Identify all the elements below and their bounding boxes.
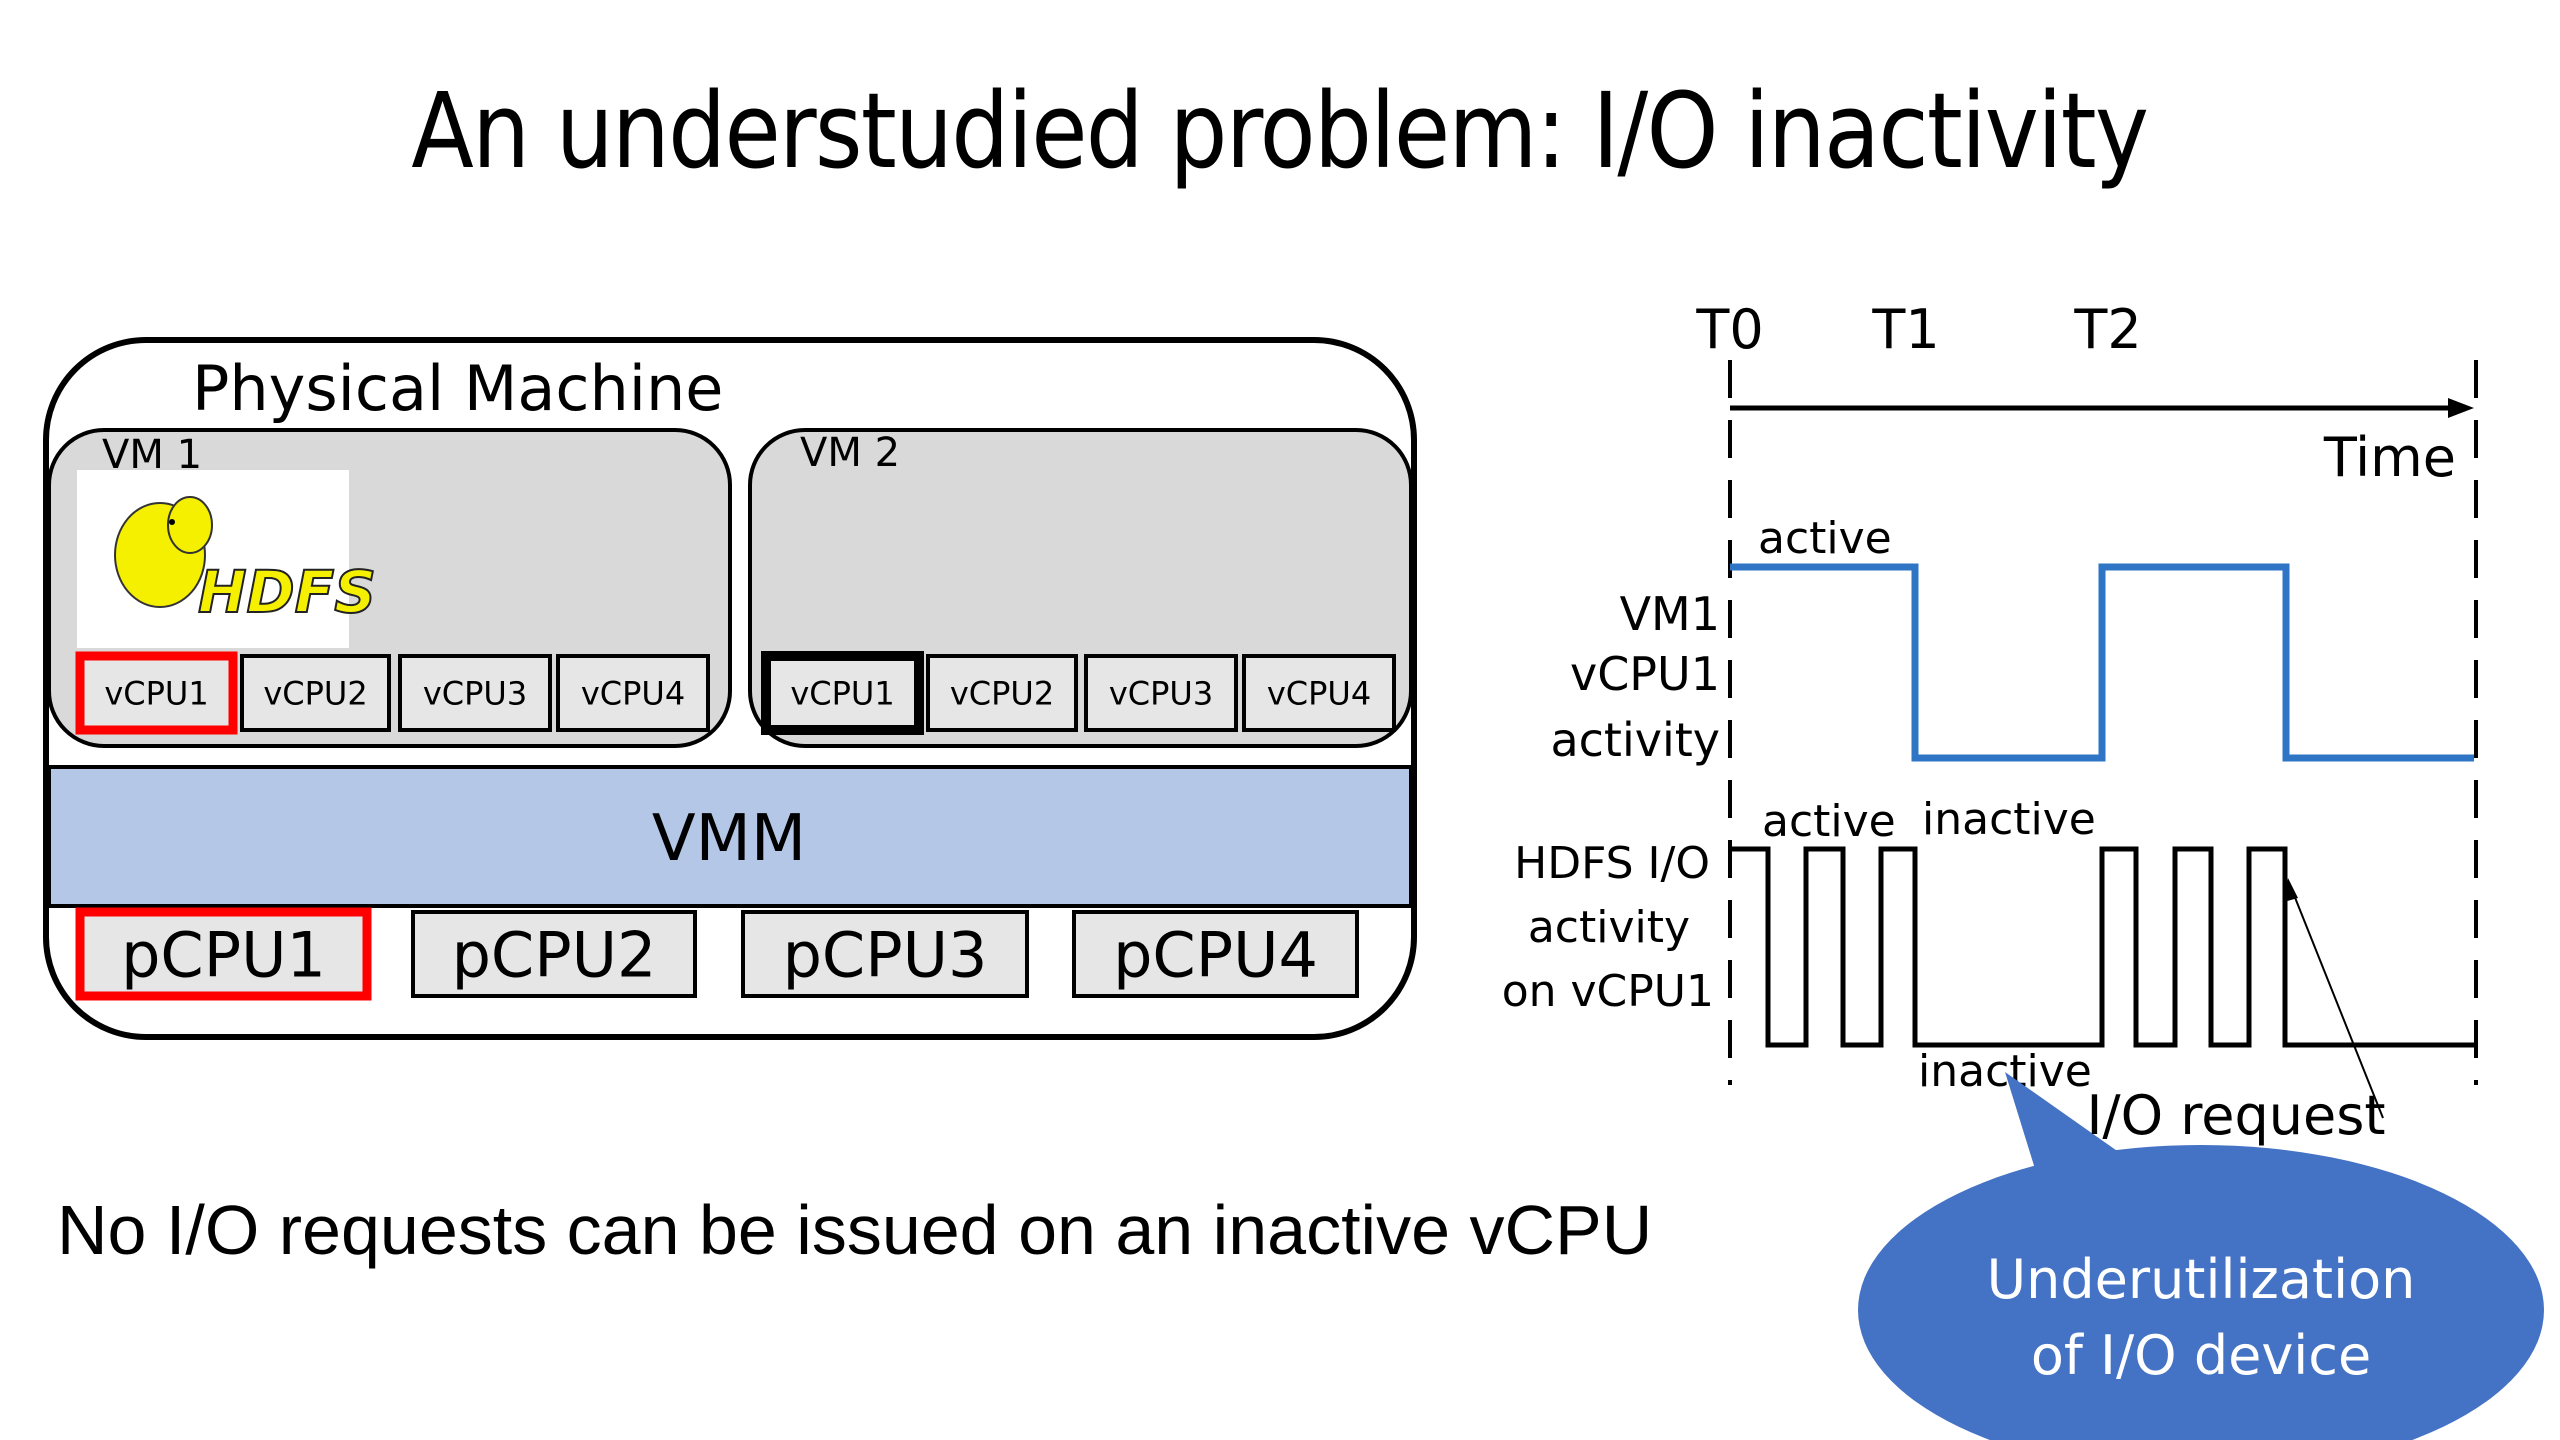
vm1-vcpu-box [240, 654, 391, 732]
marker-t1: T1 [1871, 298, 1939, 361]
vm2-vcpu-2: vCPU2 [926, 654, 1078, 732]
hdfs-elephant-icon [114, 496, 213, 608]
vmm-band [47, 765, 1413, 908]
vm2-vcpu-box [1084, 654, 1238, 732]
pcpu-1: pCPU1 [75, 907, 372, 1001]
row1-label-line1: VM1 [1620, 587, 1720, 641]
vm1-vcpu-box [75, 651, 238, 735]
callout-line2: of I/O device [2031, 1324, 2371, 1387]
row2-active-label: active [1762, 796, 1896, 847]
pcpu-box [741, 910, 1029, 998]
time-axis-label: Time [2323, 426, 2456, 489]
vm1-vcpu-box [556, 654, 710, 732]
physical-machine-label: Physical Machine [192, 352, 723, 425]
timing-diagram: T0 T1 T2 Time VM1 vCPU1 activity active … [1502, 298, 2478, 1119]
row2-label-line2: activity [1528, 902, 1690, 953]
vm-2-label: VM 2 [800, 430, 900, 476]
io-request-pointer [2289, 884, 2384, 1119]
row1-active-label: active [1758, 513, 1892, 564]
vm2-vcpu-3: vCPU3 [1084, 654, 1238, 732]
vcpu-activity-wave [1730, 563, 2474, 762]
vm2-vcpu-label: vCPU3 [1109, 675, 1213, 713]
vm1-vcpu-3: vCPU3 [398, 654, 552, 732]
pcpu-box [75, 907, 372, 1001]
row1-label-line3: activity [1550, 713, 1720, 767]
row2-label-line3: on vCPU1 [1502, 966, 1714, 1017]
vm1-vcpu-2: vCPU2 [240, 654, 391, 732]
vm2-vcpu-box [761, 651, 924, 735]
marker-t2: T2 [2073, 298, 2141, 361]
io-request-label: I/O request [2086, 1084, 2385, 1147]
callout-bubble [1858, 1072, 2544, 1440]
row2-inactive-bottom-label: inactive [1918, 1046, 2092, 1097]
vm1-vcpu-box [398, 654, 552, 732]
vm2-vcpu-label: vCPU2 [950, 675, 1054, 713]
pcpu-label: pCPU4 [1113, 918, 1318, 991]
vm1-vcpu-label: vCPU3 [423, 675, 527, 713]
marker-t0: T0 [1695, 298, 1763, 361]
io-activity-wave [1730, 846, 2474, 1048]
pcpu-box [411, 910, 697, 998]
pcpu-4: pCPU4 [1072, 910, 1359, 998]
pcpu-2: pCPU2 [411, 910, 697, 998]
hdfs-logo-text: HDFS [198, 558, 376, 626]
pcpu-label: pCPU3 [783, 918, 988, 991]
vm-2: VM 2 vCPU1 vCPU2 vCPU3 vCPU4 [748, 428, 1413, 748]
io-request-arrow-head-icon [2284, 878, 2298, 902]
pcpu-3: pCPU3 [741, 910, 1029, 998]
row2-label-line1: HDFS I/O [1514, 838, 1710, 889]
callout-ellipse [1858, 1145, 2544, 1440]
callout-line1: Underutilization [1987, 1248, 2416, 1311]
row2-inactive-top-label: inactive [1922, 794, 2096, 845]
vm2-vcpu-box [1242, 654, 1396, 732]
pcpu-label: pCPU2 [452, 918, 657, 991]
vm2-vcpu-label: vCPU1 [790, 675, 894, 713]
vm2-vcpu-1: vCPU1 [761, 651, 924, 735]
row1-label-line2: vCPU1 [1570, 647, 1720, 701]
vm2-vcpu-4: vCPU4 [1242, 654, 1396, 732]
pcpu-label: pCPU1 [121, 918, 326, 991]
vm2-vcpu-label: vCPU4 [1267, 675, 1371, 713]
vm1-vcpu-label: vCPU2 [263, 675, 367, 713]
vm2-vcpu-box [926, 654, 1078, 732]
slide-title: An understudied problem: I/O inactivity [411, 70, 2149, 192]
vm1-vcpu-label: vCPU4 [581, 675, 685, 713]
pcpu-box [1072, 910, 1359, 998]
bottom-note: No I/O requests can be issued on an inac… [57, 1191, 1653, 1269]
vmm-label: VMM [652, 802, 806, 876]
time-arrow-head-icon [2448, 398, 2474, 418]
vm1-vcpu-4: vCPU4 [556, 654, 710, 732]
vm1-vcpu-label: vCPU1 [104, 675, 208, 713]
vm1-vcpu-1: vCPU1 [75, 651, 238, 735]
